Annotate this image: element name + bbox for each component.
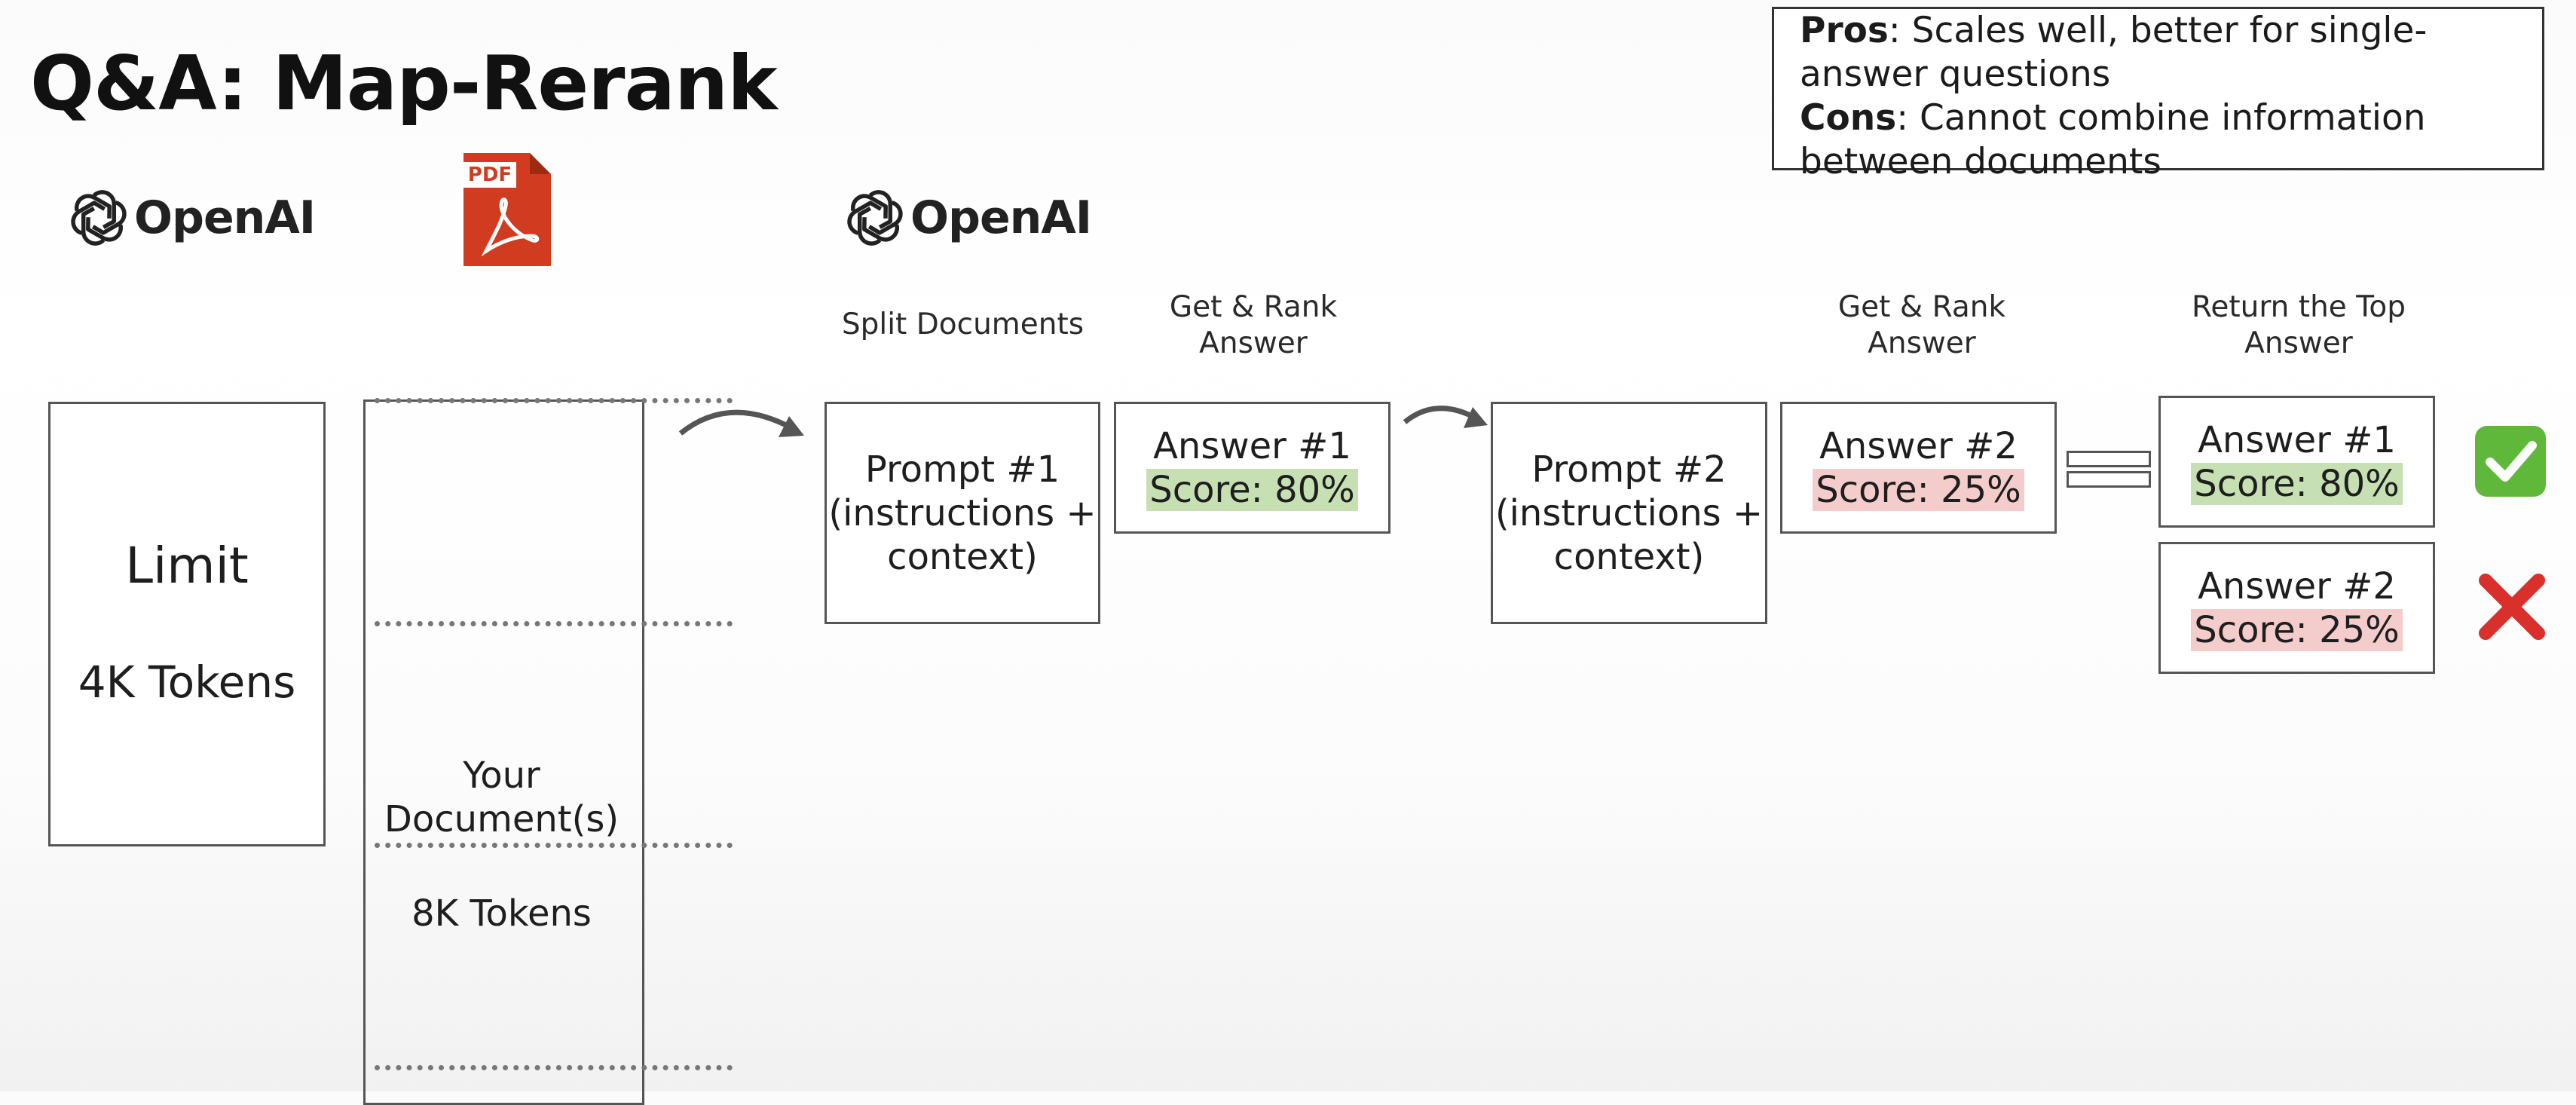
openai-logo-mid: OpenAI [846, 188, 1092, 247]
openai-logo-icon [71, 190, 127, 246]
openai-logo-text: OpenAI [910, 191, 1092, 244]
limit-tokens: 4K Tokens [78, 657, 296, 708]
result-top-box: Answer #1 Score: 80% [2158, 396, 2435, 528]
openai-logo-text: OpenAI [134, 191, 316, 244]
header-return-top-line2: Answer [2244, 326, 2353, 360]
answer-1-label: Answer #1 [1153, 424, 1351, 467]
document-box [363, 399, 644, 1105]
prompt-1-line3: context) [887, 535, 1038, 578]
header-get-rank-1-line2: Answer [1199, 326, 1308, 360]
result-bottom-box: Answer #2 Score: 25% [2158, 542, 2435, 674]
cons-line: Cons: Cannot combine information between… [1800, 96, 2533, 184]
page-title: Q&A: Map-Rerank [30, 39, 778, 127]
pros-line: Pros: Scales well, better for single-ans… [1800, 9, 2533, 96]
openai-logo-icon [847, 190, 903, 246]
header-get-rank-1: Get & Rank Answer [1114, 289, 1393, 362]
result-bottom-label: Answer #2 [2198, 565, 2396, 608]
pdf-label: PDF [467, 164, 512, 186]
header-get-rank-2-line1: Get & Rank [1837, 290, 2006, 324]
limit-box: Limit 4K Tokens [48, 402, 326, 846]
openai-logo-left: OpenAI [69, 188, 316, 247]
pdf-file-icon: PDF [463, 153, 551, 266]
answer-1-box: Answer #1 Score: 80% [1114, 402, 1390, 534]
chunk-divider [375, 398, 733, 403]
cons-label: Cons [1800, 97, 1897, 139]
prompt-2-line2: (instructions + [1495, 491, 1764, 534]
document-label-line1: Your [463, 755, 540, 797]
prompt-1-line2: (instructions + [828, 491, 1097, 534]
pros-text: : Scales well, better for single-answer … [1800, 10, 2428, 95]
header-get-rank-2-line2: Answer [1868, 326, 1976, 360]
cross-mark-icon [2477, 571, 2547, 642]
chunk-divider [375, 1065, 733, 1070]
document-label: Your Document(s) [363, 754, 640, 841]
answer-2-score: Score: 25% [1813, 468, 2024, 511]
header-split-documents: Split Documents [841, 308, 1085, 341]
pros-cons-box: Pros: Scales well, better for single-ans… [1772, 7, 2544, 182]
document-tokens: 8K Tokens [411, 892, 592, 935]
header-get-rank-1-line1: Get & Rank [1169, 290, 1338, 324]
answer-1-score: Score: 80% [1146, 468, 1358, 511]
document-label-line2: Document(s) [384, 798, 620, 840]
result-top-score: Score: 80% [2191, 462, 2403, 505]
header-get-rank-2: Get & Rank Answer [1782, 289, 2061, 362]
curved-arrow-icon [678, 409, 804, 437]
limit-label: Limit [125, 537, 249, 595]
pros-label: Pros [1800, 10, 1889, 51]
prompt-1-title: Prompt #1 [864, 448, 1060, 491]
chunk-divider [375, 843, 733, 848]
cons-text: : Cannot combine information between doc… [1800, 97, 2426, 182]
prompt-2-line3: context) [1553, 535, 1705, 578]
answer-2-box: Answer #2 Score: 25% [1780, 402, 2057, 534]
equals-icon [2067, 451, 2151, 488]
answer-2-label: Answer #2 [1819, 424, 2018, 467]
chunk-divider [375, 621, 733, 626]
prompt-1-box: Prompt #1 (instructions + context) [825, 402, 1100, 624]
header-return-top-line1: Return the Top [2191, 290, 2406, 324]
check-mark-icon [2474, 424, 2547, 498]
result-bottom-score: Score: 25% [2191, 608, 2403, 651]
prompt-2-box: Prompt #2 (instructions + context) [1491, 402, 1767, 624]
result-top-label: Answer #1 [2198, 418, 2396, 461]
curved-arrow-icon [1403, 406, 1488, 428]
prompt-2-title: Prompt #2 [1531, 448, 1727, 491]
header-return-top: Return the Top Answer [2159, 289, 2438, 362]
